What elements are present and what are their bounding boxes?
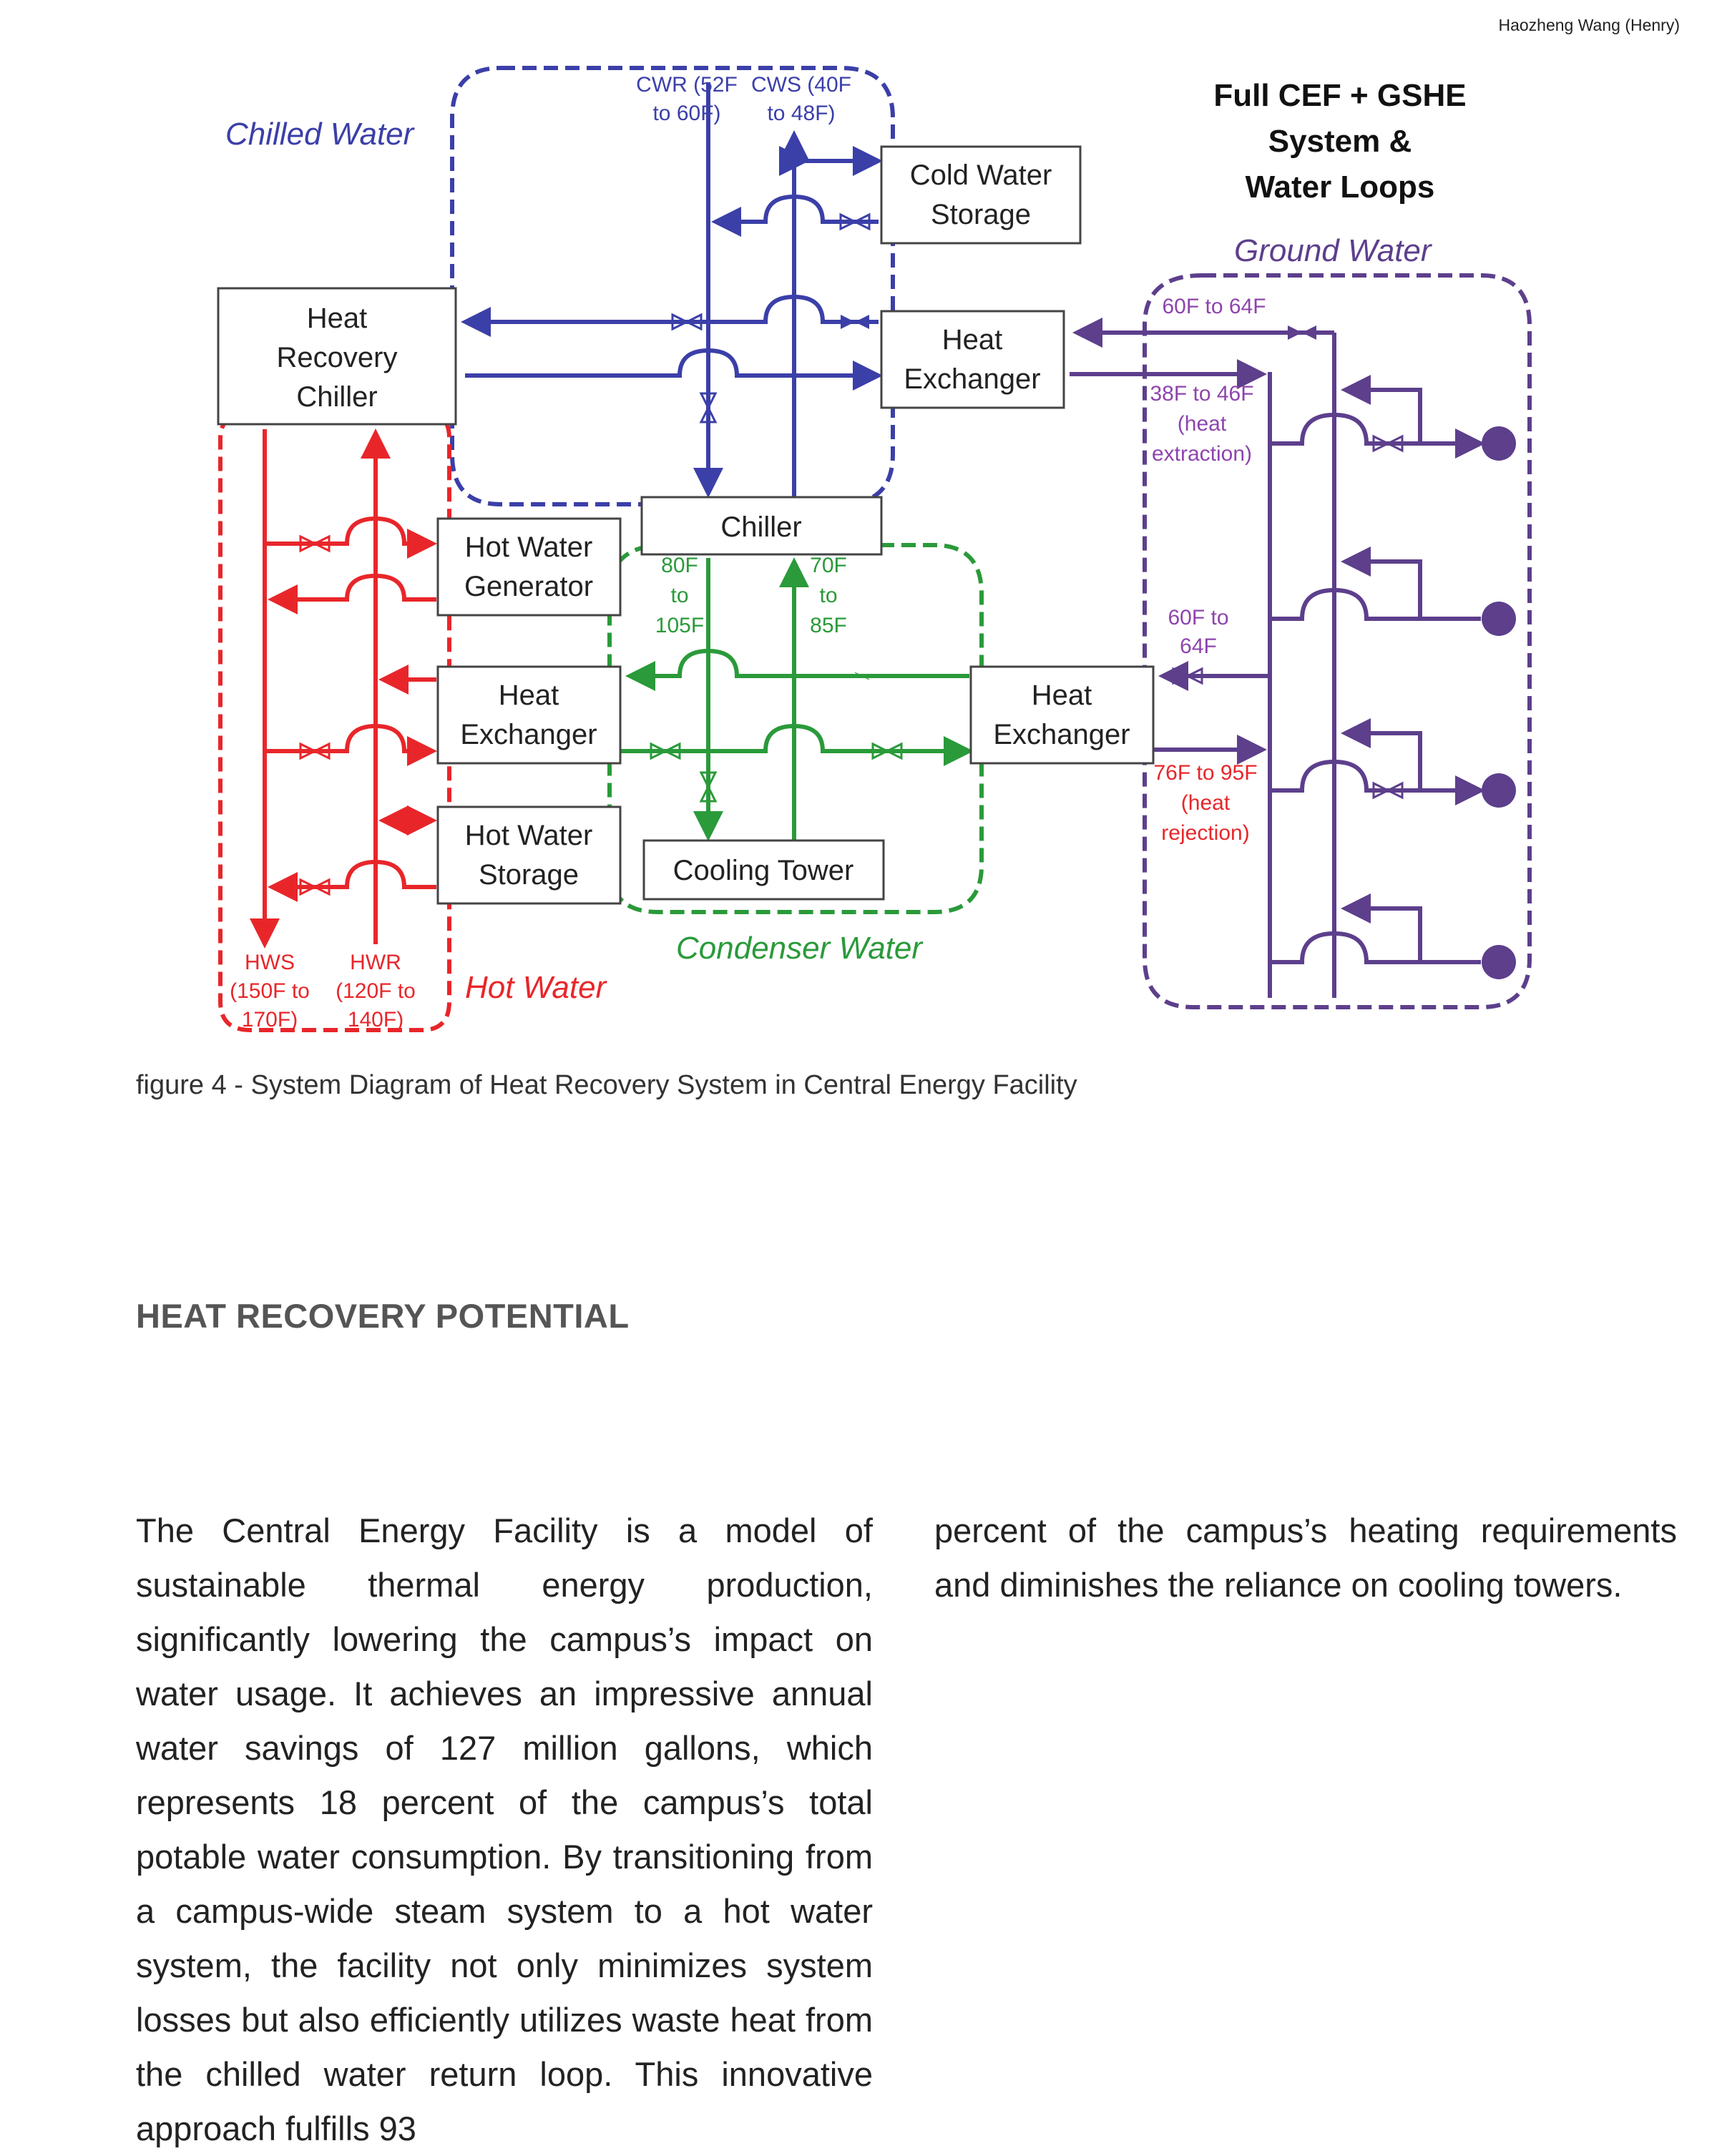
- hot-water-storage-box: [436, 805, 622, 905]
- gw-extraction-label-3: extraction): [1152, 442, 1252, 466]
- heat-recovery-chiller-box: [217, 287, 457, 426]
- cwr-label-1: CWR (52F: [636, 73, 738, 97]
- cws-label-1: Cold Water: [910, 160, 1052, 191]
- hws-label-1: Hot Water: [465, 820, 593, 851]
- chilled-water-pipes: [461, 82, 883, 501]
- heat-recovery-system-diagram: Heat Recovery Chiller Cold Water Storage…: [217, 66, 1532, 1032]
- condenser-water-pipes: [619, 557, 974, 841]
- cond-heat-exchanger-box: [969, 665, 1155, 765]
- cwr-label-2: to 60F): [652, 102, 720, 125]
- cold-water-storage-box: [880, 145, 1082, 245]
- gw-mid-label-1: 60F to: [1168, 606, 1228, 629]
- cws-label-2: Storage: [931, 199, 1031, 230]
- gw-top-label: 60F to 64F: [1162, 295, 1266, 318]
- body-paragraph-2: percent of the campus’s heating requirem…: [934, 1511, 1677, 1604]
- hw-hx-label-2: Exchanger: [460, 719, 597, 750]
- ground-water-label: Ground Water: [1234, 233, 1433, 268]
- hwg-label-2: Generator: [464, 571, 593, 602]
- ground-water-loop-boundary: [1143, 273, 1532, 1009]
- hwr-temp-label-2: (120F to: [336, 979, 416, 1003]
- chw-hx-label-1: Heat: [942, 324, 1003, 356]
- gw-rejection-label-2: (heat: [1181, 791, 1231, 815]
- cond-supply-label-2: to: [670, 584, 688, 607]
- cooling-tower-box: [642, 839, 885, 901]
- hot-water-label: Hot Water: [465, 970, 608, 1005]
- section-heading: HEAT RECOVERY POTENTIAL: [136, 1297, 630, 1335]
- hws-temp-label-3: 170F): [242, 1008, 298, 1032]
- hws-label-2: Storage: [479, 859, 579, 891]
- body-column-1: The Central Energy Facility is a model o…: [136, 1504, 873, 2156]
- hot-water-pipes: [250, 428, 437, 949]
- diagram-title-line-1: Full CEF + GSHE: [1213, 78, 1466, 113]
- body-column-2: percent of the campus’s heating requirem…: [934, 1504, 1677, 1612]
- body-paragraph-1: The Central Energy Facility is a model o…: [136, 1511, 873, 2147]
- condenser-water-label: Condenser Water: [676, 931, 924, 966]
- chw-heat-exchanger-box: [880, 310, 1065, 409]
- cws-temp-label-2: to 48F): [767, 102, 835, 125]
- chilled-water-loop-boundary: [450, 66, 895, 506]
- hot-water-loop-boundary: [218, 409, 451, 1032]
- cooling-tower-label: Cooling Tower: [673, 855, 854, 886]
- hwr-temp-label-1: HWR: [350, 951, 401, 974]
- cond-return-label-2: to: [819, 584, 837, 607]
- hwg-label-1: Hot Water: [465, 531, 593, 563]
- diagram-title-line-3: Water Loops: [1246, 170, 1435, 205]
- cond-return-label-3: 85F: [810, 614, 847, 637]
- hw-heat-exchanger-box: [436, 665, 622, 765]
- chw-hx-label-2: Exchanger: [904, 363, 1040, 395]
- hot-water-generator-box: [436, 517, 622, 617]
- cond-supply-label-1: 80F: [661, 554, 698, 577]
- gw-extraction-label-1: 38F to 46F: [1150, 382, 1253, 406]
- hws-temp-label-2: (150F to: [230, 979, 310, 1003]
- cond-hx-label-2: Exchanger: [993, 719, 1130, 750]
- hrc-label-3: Chiller: [296, 381, 377, 413]
- gw-rejection-label-1: 76F to 95F: [1153, 761, 1257, 785]
- gw-mid-label-2: 64F: [1180, 634, 1217, 658]
- cond-hx-label-1: Heat: [1032, 680, 1092, 711]
- hwr-temp-label-3: 140F): [348, 1008, 403, 1032]
- hws-temp-label-1: HWS: [245, 951, 295, 974]
- cond-return-label-1: 70F: [810, 554, 847, 577]
- diagram-title-line-2: System &: [1268, 124, 1412, 159]
- hrc-label-1: Heat: [307, 303, 368, 334]
- page-author: Haozheng Wang (Henry): [1498, 16, 1680, 34]
- hw-hx-label-1: Heat: [499, 680, 559, 711]
- figure-caption: figure 4 - System Diagram of Heat Recove…: [136, 1070, 1077, 1100]
- cond-supply-label-3: 105F: [655, 614, 704, 637]
- chiller-box: [640, 496, 883, 556]
- chilled-water-label: Chilled Water: [225, 117, 416, 152]
- gw-extraction-label-2: (heat: [1178, 412, 1227, 436]
- gw-rejection-label-3: rejection): [1161, 821, 1249, 845]
- ground-water-pipes: [1070, 318, 1485, 998]
- hrc-label-2: Recovery: [277, 342, 398, 373]
- chiller-label: Chiller: [720, 511, 801, 543]
- cws-temp-label-1: CWS (40F: [751, 73, 851, 97]
